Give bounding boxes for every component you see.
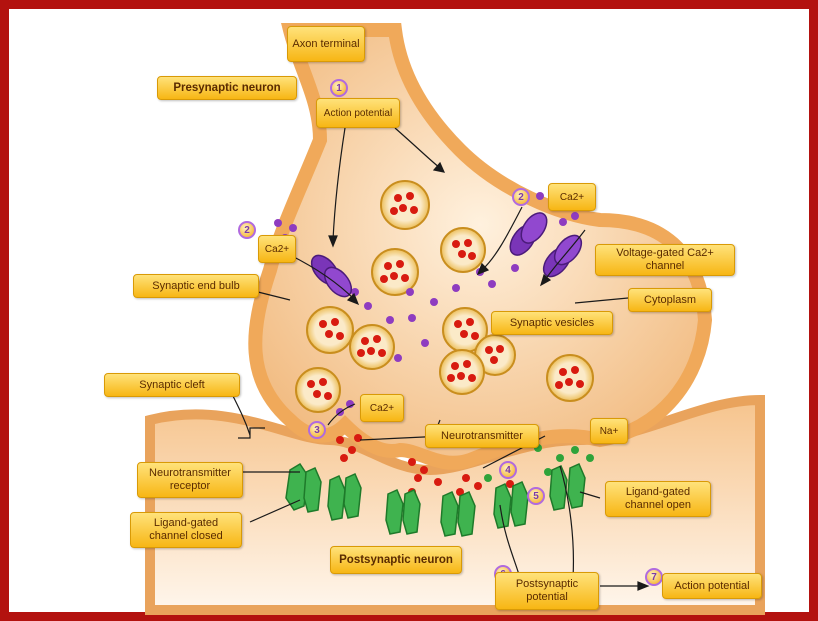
neurotransmitter-label: Neurotransmitter: [425, 424, 539, 448]
step-7-badge: 7: [645, 568, 663, 586]
ligand-gated-closed-label: Ligand-gated channel closed: [130, 512, 242, 548]
synaptic-end-bulb-label: Synaptic end bulb: [133, 274, 259, 298]
ligand-gated-open-label: Ligand-gated channel open: [605, 481, 711, 517]
vesicle: [350, 325, 394, 369]
cytoplasm-label: Cytoplasm: [628, 288, 712, 312]
voltage-gated-channel-label: Voltage-gated Ca2+ channel: [595, 244, 735, 276]
postsynaptic-neuron-label: Postsynaptic neuron: [330, 546, 462, 574]
synaptic-vesicles-label: Synaptic vesicles: [491, 311, 613, 335]
calcium-label-left: Ca2+: [258, 235, 296, 263]
axon-terminal-label: Axon terminal: [287, 26, 365, 62]
vesicle: [296, 368, 340, 412]
action-potential-top-label: Action potential: [316, 98, 400, 128]
vesicle: [440, 350, 484, 394]
synaptic-cleft-label: Synaptic cleft: [104, 373, 240, 397]
vesicle: [381, 181, 429, 229]
step-3-badge: 3: [308, 421, 326, 439]
postsynaptic-potential-label: Postsynaptic potential: [495, 572, 599, 610]
step-4-badge: 4: [499, 461, 517, 479]
step-2-badge-right: 2: [512, 188, 530, 206]
step-2-badge-left: 2: [238, 221, 256, 239]
calcium-label-cleft: Ca2+: [360, 394, 404, 422]
calcium-label-top: Ca2+: [548, 183, 596, 211]
vesicle: [307, 307, 353, 353]
vesicle: [547, 355, 593, 401]
vesicle: [372, 249, 418, 295]
vesicle: [441, 228, 485, 272]
sodium-label: Na+: [590, 418, 628, 444]
step-1-badge: 1: [330, 79, 348, 97]
action-potential-bottom-label: Action potential: [662, 573, 762, 599]
neurotransmitter-receptor-label: Neurotransmitter receptor: [137, 462, 243, 498]
step-5-badge: 5: [527, 487, 545, 505]
presynaptic-neuron-label: Presynaptic neuron: [157, 76, 297, 100]
